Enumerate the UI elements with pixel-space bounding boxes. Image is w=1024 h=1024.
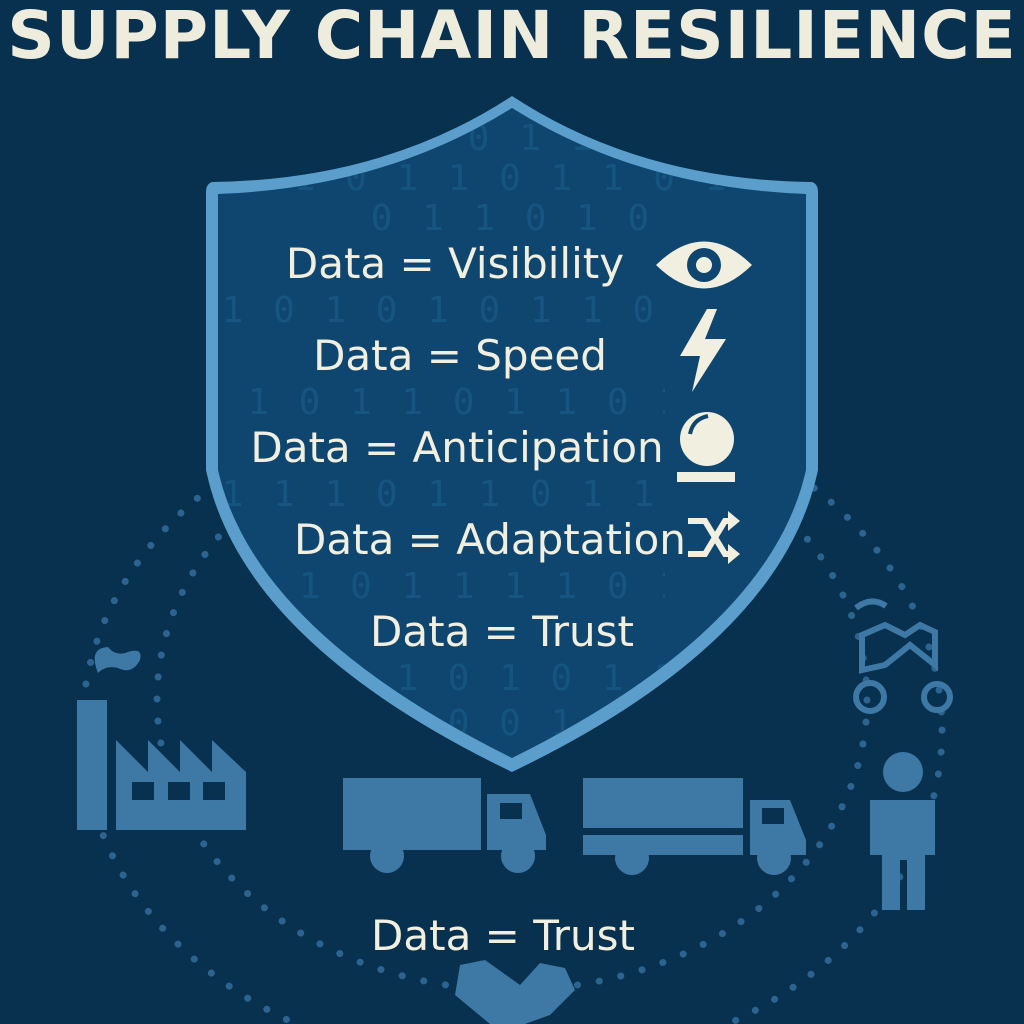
eye-icon [656, 241, 752, 289]
binary-row: 1 0 1 0 1 1 0 1 1 0 1 0 [145, 382, 736, 423]
truck-icon [343, 778, 546, 873]
tractor-icon [853, 598, 953, 714]
factory-icon [77, 647, 246, 830]
shuffle-arrows-icon [688, 511, 740, 564]
speed-line: Data = Speed [313, 331, 607, 380]
anticipation-line: Data = Anticipation [250, 423, 663, 472]
person-icon [870, 752, 935, 910]
bottom-trust-label: Data = Trust [371, 911, 635, 960]
binary-row: 0 0 1 1 0 1 0 1 0 1 1 0 0 1 1 [140, 658, 885, 699]
binary-row: 1 1 1 0 1 1 0 1 1 0 1 1 0 1 0 1 1 0 0 [37, 158, 987, 199]
binary-row: 0 1 0 1 0 1 1 1 0 1 1 0 1 1 0 1 1 0 1 [0, 474, 915, 515]
handshake-icon [455, 960, 575, 1024]
adaptation-line: Data = Adaptation [294, 515, 686, 564]
binary-row: 1 0 1 0 1 0 1 0 1 0 1 1 0 1 1 0 0 [16, 290, 863, 331]
visibility-line: Data = Visibility [286, 239, 624, 288]
lightning-icon [680, 309, 726, 392]
binary-row: 0 1 1 0 1 0 [371, 198, 653, 239]
label-backdrop [362, 875, 662, 955]
binary-row: 1 1 0 1 0 0 1 1 1 0 1 [242, 703, 781, 744]
trust-line: Data = Trust [370, 607, 634, 656]
crystal-ball-icon [677, 412, 735, 482]
shield [218, 108, 806, 758]
page-title: SUPPLY CHAIN RESILIENCE [7, 0, 1016, 74]
truck-trailer-icon [583, 778, 806, 875]
binary-row: 1 0 1 1 1 0 1 0 1 1 1 1 0 1 0 1 0 1 [0, 566, 889, 607]
